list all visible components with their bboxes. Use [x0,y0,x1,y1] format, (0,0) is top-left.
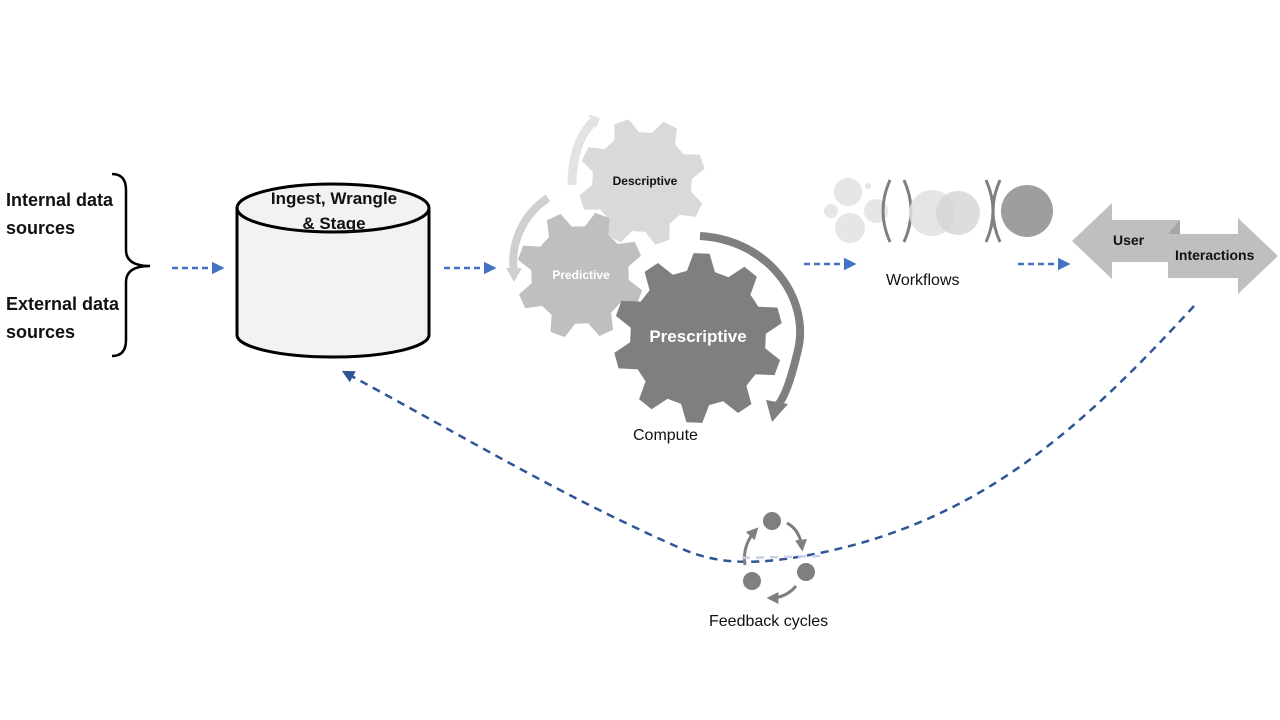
internal-sources-label: Internal data sources [6,190,114,238]
curved-arrow-right-head [766,400,788,422]
user-arrow-shape [1072,203,1180,279]
compute-caption: Compute [633,427,698,444]
arrow-fold [1168,220,1180,234]
curved-arrow-left [509,194,551,273]
workflow-circles-icon [824,178,1053,243]
curved-arrow-top [567,116,599,186]
workflows-caption: Workflows [886,272,960,289]
curved-arrow-top-head [588,114,600,128]
cycle-icon [741,512,821,604]
curly-brace-icon [111,172,151,358]
gear-label-predictive: Predictive [552,268,610,282]
gear-prescriptive [614,253,782,423]
gear-descriptive [579,119,705,245]
gear-label-descriptive: Descriptive [612,174,678,188]
feedback-caption: Feedback cycles [709,613,829,630]
cylinder-icon [235,182,431,359]
curved-arrow-right [699,232,805,408]
database-label: Ingest, Wrangle & Stage [270,189,398,233]
gear-label-prescriptive: Prescriptive [649,327,747,346]
user-label: User [1113,232,1145,248]
interactions-arrow-shape [1168,218,1278,294]
gears-icon [517,119,782,423]
external-sources-label: External data sources [6,294,120,342]
gear-predictive [517,212,643,338]
feedback-arrow [341,305,1195,564]
curved-arrow-left-head [506,268,522,282]
interactions-label: Interactions [1175,247,1255,263]
